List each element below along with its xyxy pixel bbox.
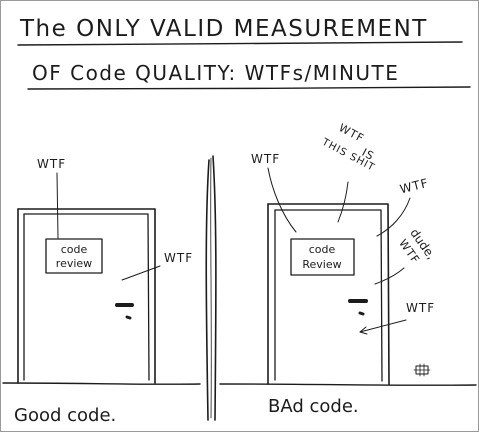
right-wtf-1: WTF	[251, 152, 280, 166]
right-wtf-3-pointer	[359, 319, 407, 333]
left-code-review-sign	[45, 238, 103, 274]
right-sign-line-1: code	[309, 243, 336, 256]
panel-divider	[205, 155, 217, 421]
right-caption: BAd code.	[268, 396, 359, 417]
title-line-2: OF Code QUALITY: WTFs/MINUTE	[32, 61, 399, 85]
left-panel: code review WTF WTF Good code.	[2, 157, 201, 426]
left-wtf-2-pointer	[121, 265, 161, 281]
artist-signature	[413, 363, 431, 377]
title-underline-2	[27, 86, 471, 90]
left-wtf-2: WTF	[164, 251, 193, 265]
right-floor	[219, 383, 477, 386]
right-door-frame-inner	[274, 209, 383, 382]
right-wtf-3: WTF	[406, 301, 435, 315]
left-sign-line-2: review	[56, 257, 92, 270]
right-wtf-2: WTF	[399, 176, 431, 197]
title: The ONLY VALID MEASUREMENT OF Code QUALI…	[17, 16, 471, 90]
left-wtf-1-pointer	[56, 172, 59, 239]
right-dude-wtf-pointer	[374, 267, 405, 285]
left-door-frame-inner	[23, 213, 150, 381]
right-sign-line-2: Review	[302, 258, 341, 271]
title-underline-1	[17, 41, 463, 46]
left-wtf-1: WTF	[37, 157, 66, 171]
right-wtf-is-this-pointer	[337, 181, 349, 223]
left-floor	[2, 382, 201, 385]
right-wtf-1-pointer	[267, 167, 297, 233]
right-door-frame-outer	[267, 203, 390, 385]
left-door-frame-outer	[17, 208, 156, 384]
left-sign-line-1: code	[61, 243, 88, 256]
right-wtf-is-this-2: IS	[360, 146, 377, 163]
left-caption: Good code.	[14, 405, 116, 426]
right-code-review-sign	[290, 238, 355, 276]
right-wtf-2-pointer	[376, 197, 411, 237]
title-line-1: The ONLY VALID MEASUREMENT	[19, 16, 428, 42]
